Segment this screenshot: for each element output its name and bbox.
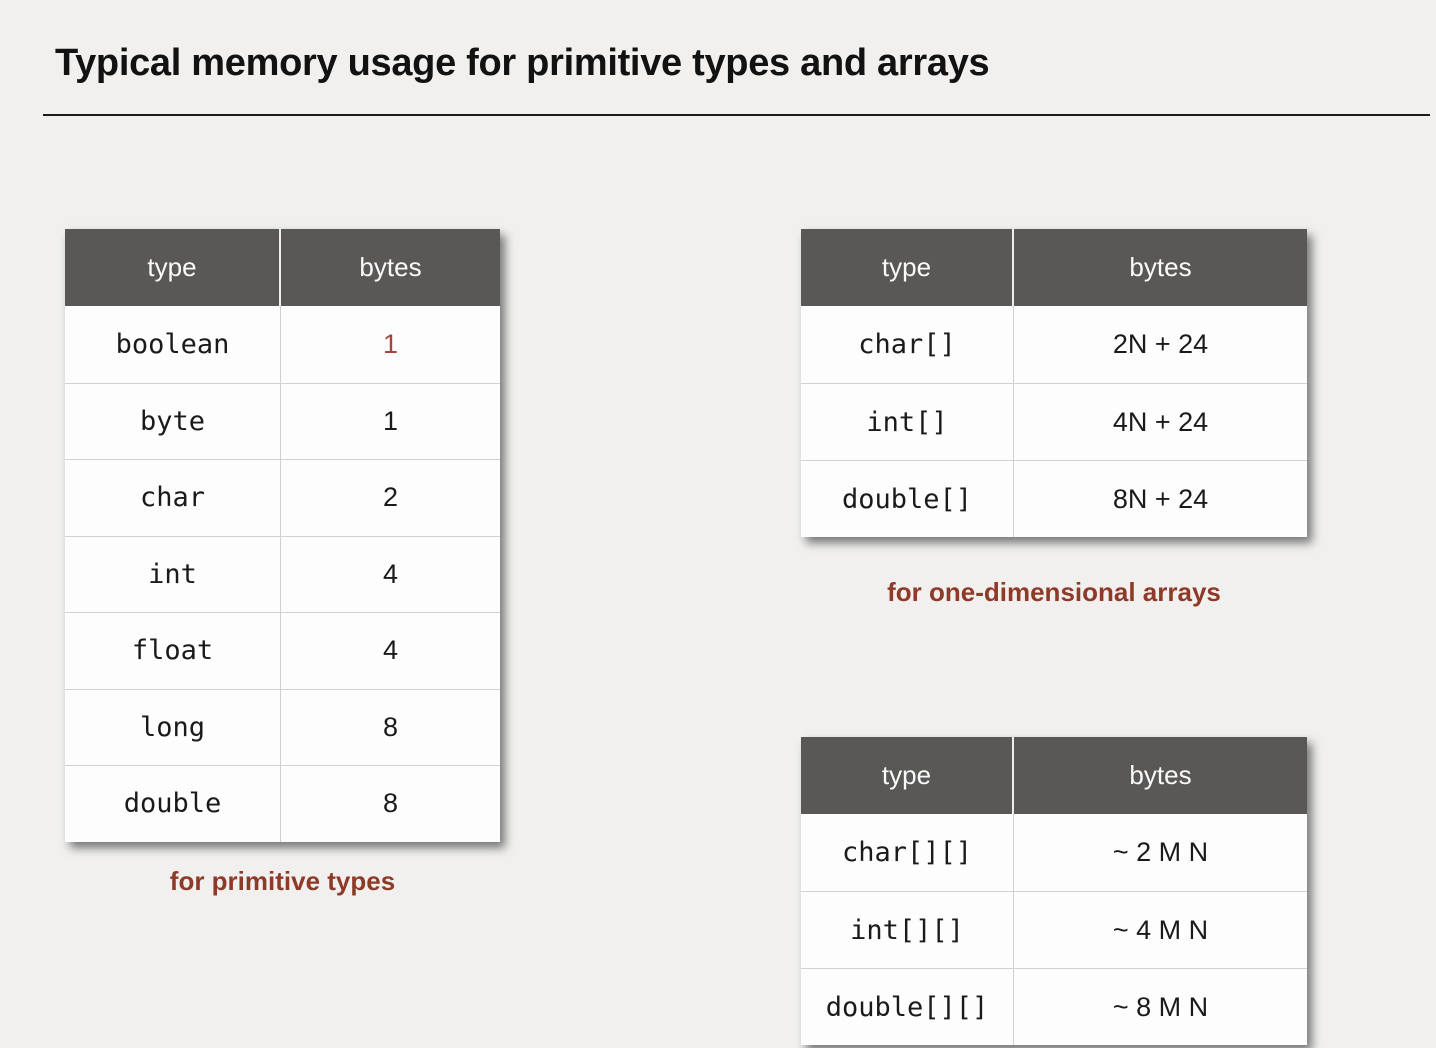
bytes-cell: ~ 4 M N bbox=[1112, 914, 1209, 945]
one-dim-arrays-caption: for one-dimensional arrays bbox=[887, 577, 1221, 607]
type-cell: boolean bbox=[65, 306, 281, 383]
table-row: int[] 4N + 24 bbox=[801, 383, 1307, 460]
type-cell: char[][] bbox=[801, 814, 1014, 891]
bytes-cell: 1 bbox=[382, 328, 399, 359]
column-header-type: type bbox=[65, 229, 281, 306]
table-row: int[][] ~ 4 M N bbox=[801, 891, 1307, 968]
bytes-cell: 2N + 24 bbox=[1112, 329, 1209, 359]
table-row: long 8 bbox=[65, 688, 500, 765]
table-row: char[] 2N + 24 bbox=[801, 306, 1307, 383]
one-dim-arrays-table: type bytes char[] 2N + 24 int[] 4N + 24 … bbox=[801, 229, 1307, 537]
table-row: int 4 bbox=[65, 535, 500, 612]
column-header-bytes: bytes bbox=[1129, 252, 1192, 282]
bytes-cell: 4N + 24 bbox=[1112, 406, 1209, 437]
one-dim-table-header: type bytes bbox=[801, 229, 1307, 306]
bytes-cell: 2 bbox=[382, 482, 399, 513]
bytes-cell: 8 bbox=[382, 711, 399, 742]
type-cell: char bbox=[65, 460, 281, 536]
bytes-cell: 4 bbox=[382, 635, 399, 666]
table-row: double 8 bbox=[65, 765, 500, 842]
type-cell: double[][] bbox=[801, 969, 1014, 1045]
type-cell: long bbox=[65, 689, 281, 765]
title-underline bbox=[43, 114, 1430, 116]
type-cell: int bbox=[65, 536, 281, 612]
table-row: byte 1 bbox=[65, 382, 500, 459]
table-row: float 4 bbox=[65, 612, 500, 689]
bytes-cell: ~ 2 M N bbox=[1112, 837, 1209, 867]
type-cell: float bbox=[65, 613, 281, 689]
column-header-bytes: bytes bbox=[1129, 760, 1192, 790]
table-row: double[] 8N + 24 bbox=[801, 460, 1307, 537]
table-row: char 2 bbox=[65, 459, 500, 536]
table-row: double[][] ~ 8 M N bbox=[801, 968, 1307, 1045]
primitives-caption: for primitive types bbox=[169, 866, 396, 896]
bytes-cell: 4 bbox=[382, 558, 399, 589]
table-row: char[][] ~ 2 M N bbox=[801, 814, 1307, 891]
type-cell: double bbox=[65, 766, 281, 842]
type-cell: int[][] bbox=[801, 892, 1014, 968]
two-dim-arrays-table: type bytes char[][] ~ 2 M N int[][] ~ 4 … bbox=[801, 737, 1307, 1045]
column-header-type: type bbox=[801, 737, 1014, 814]
bytes-cell: 1 bbox=[382, 405, 399, 436]
bytes-cell: 8 bbox=[382, 788, 399, 819]
primitives-table: type bytes boolean 1 byte 1 char 2 int 4… bbox=[65, 229, 500, 842]
primitives-table-header: type bytes bbox=[65, 229, 500, 306]
bytes-cell: ~ 8 M N bbox=[1112, 991, 1209, 1022]
bytes-cell: 8N + 24 bbox=[1112, 483, 1209, 514]
type-cell: char[] bbox=[801, 306, 1014, 383]
column-header-bytes: bytes bbox=[359, 252, 422, 282]
type-cell: int[] bbox=[801, 384, 1014, 460]
table-row: boolean 1 bbox=[65, 306, 500, 383]
column-header-type: type bbox=[801, 229, 1014, 306]
type-cell: double[] bbox=[801, 461, 1014, 537]
page-title: Typical memory usage for primitive types… bbox=[55, 42, 990, 84]
two-dim-table-header: type bytes bbox=[801, 737, 1307, 814]
type-cell: byte bbox=[65, 383, 281, 459]
